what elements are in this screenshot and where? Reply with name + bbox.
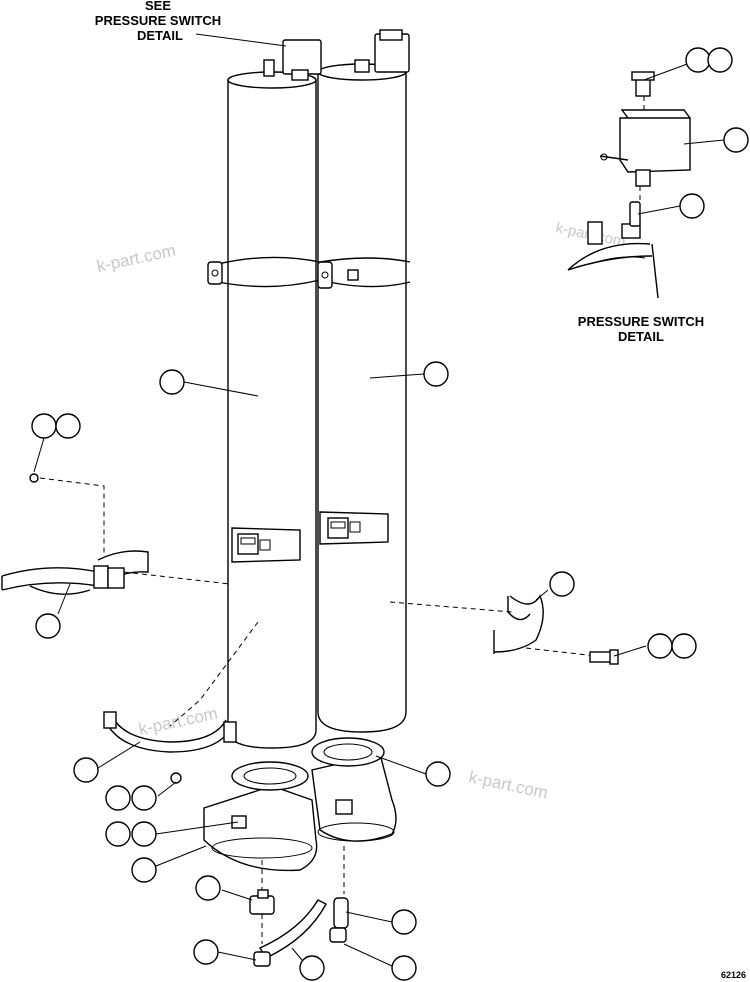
callout-bubble (195, 875, 221, 901)
upper-clamp (207, 256, 411, 289)
see-detail-label-line2: PRESSURE SWITCH (95, 13, 221, 28)
callout-bubbles (31, 47, 749, 981)
watermark: k-part.com (137, 704, 219, 739)
lower-clamp (103, 621, 259, 784)
callout-bubble (31, 413, 57, 439)
callout-bubble (671, 633, 697, 659)
callout-bubble (35, 613, 61, 639)
left-base (203, 761, 318, 892)
callout-bubble (131, 857, 157, 883)
drawing-number: 62126 (721, 970, 746, 980)
callout-bubble (73, 757, 99, 783)
callout-bubble (723, 127, 749, 153)
callout-bubble (55, 413, 81, 439)
callout-bubble (159, 369, 185, 395)
cylinder-decal-right (319, 511, 389, 545)
callout-bubble (299, 955, 325, 981)
see-detail-label-line1: SEE (145, 0, 171, 13)
see-detail-label-line3: DETAIL (137, 28, 183, 43)
right-mounting-clamp (389, 594, 619, 665)
callout-bubble (193, 939, 219, 965)
left-cylinder (227, 39, 322, 749)
callout-bubble (707, 47, 733, 73)
callout-bubble (647, 633, 673, 659)
callout-bubble (391, 909, 417, 935)
detail-title-line1: PRESSURE SWITCH (578, 314, 704, 329)
cylinder-decal-left (231, 527, 301, 563)
left-mounting-clamp (1, 473, 231, 595)
callout-bubble (131, 785, 157, 811)
callout-bubble (105, 785, 131, 811)
callout-bubble (685, 47, 711, 73)
watermark: k-part.com (467, 767, 549, 802)
callout-bubble (549, 571, 575, 597)
leader-lines (33, 33, 725, 967)
right-cylinder (317, 29, 410, 733)
detail-title-line2: DETAIL (618, 329, 664, 344)
pressure-switch-detail (567, 71, 691, 299)
callout-bubble (423, 361, 449, 387)
right-base (311, 737, 397, 894)
callout-bubble (105, 821, 131, 847)
callout-bubble (131, 821, 157, 847)
callout-bubble (391, 955, 417, 981)
callout-bubble (679, 193, 705, 219)
watermark: k-part.com (95, 241, 177, 276)
callout-bubble (425, 761, 451, 787)
hose-assembly (249, 889, 349, 967)
